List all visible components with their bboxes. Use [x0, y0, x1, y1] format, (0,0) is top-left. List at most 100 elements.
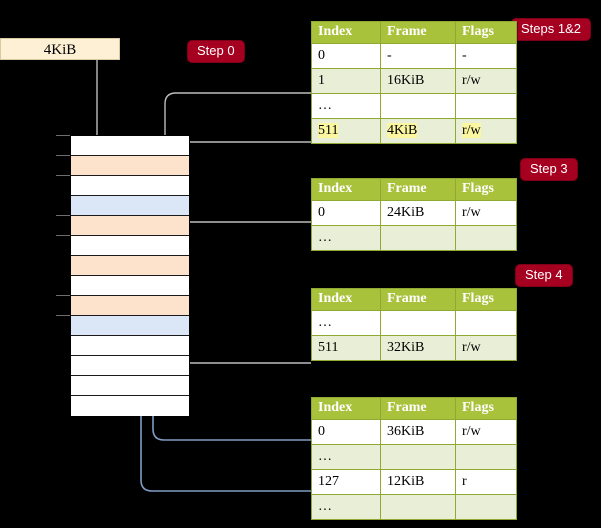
- table-row: …: [311, 494, 517, 520]
- cell-flags: [455, 93, 517, 119]
- memory-frame-row: [71, 136, 189, 156]
- cell-flags: -: [455, 43, 517, 69]
- table-row: …: [311, 444, 517, 470]
- wire-table1-row0-to-memory: [152, 336, 311, 441]
- badge-step-0: Step 0: [188, 41, 244, 62]
- cell-index: 127: [311, 469, 381, 495]
- wire-table3-to-memory: [178, 221, 311, 262]
- cell-index: 0: [311, 419, 381, 445]
- column-header-frame: Frame: [380, 21, 456, 44]
- cell-flags: [455, 225, 517, 251]
- table-row: 511 4KiB r/w: [311, 118, 517, 144]
- memory-frame-row: [71, 336, 189, 356]
- cell-frame: 36KiB: [380, 419, 456, 445]
- table-row: …: [311, 225, 517, 251]
- cell-highlight: 511: [318, 122, 339, 138]
- memory-frame-row: [71, 316, 189, 336]
- memory-frame-row: [71, 256, 189, 276]
- memory-frame-row: [71, 396, 189, 416]
- column-header-flags: Flags: [455, 21, 517, 44]
- cell-frame: [380, 444, 456, 470]
- memory-frame-row: [71, 216, 189, 236]
- cell-index: …: [311, 93, 381, 119]
- memory-frame-row: [71, 276, 189, 296]
- cell-flags: [455, 494, 517, 520]
- memory-tick: [56, 315, 70, 316]
- badge-step-4-label: Step 4: [525, 267, 563, 282]
- wire-table1-row127-to-memory: [140, 216, 311, 492]
- cell-index: …: [311, 444, 381, 470]
- column-header-index: Index: [311, 21, 381, 44]
- column-header-frame: Frame: [380, 288, 456, 311]
- column-header-flags: Flags: [455, 178, 517, 201]
- cell-frame: 24KiB: [380, 200, 456, 226]
- column-header-flags: Flags: [455, 397, 517, 420]
- cell-flags: r/w: [455, 200, 517, 226]
- memory-tick: [56, 155, 70, 156]
- column-header-index: Index: [311, 178, 381, 201]
- memory-tick: [56, 295, 70, 296]
- cell-frame: [380, 93, 456, 119]
- badge-steps-1-2-label: Steps 1&2: [521, 21, 581, 36]
- cell-frame: 16KiB: [380, 68, 456, 94]
- badge-step-4: Step 4: [516, 265, 572, 286]
- cell-index: 511: [311, 335, 381, 361]
- cell-flags: [455, 310, 517, 336]
- cell-highlight: 4KiB: [387, 122, 418, 138]
- cell-flags: r/w: [455, 68, 517, 94]
- memory-frame-row: [71, 176, 189, 196]
- cell-frame: [380, 225, 456, 251]
- memory-frame-row: [71, 356, 189, 376]
- badge-steps-1-2: Steps 1&2: [512, 19, 590, 40]
- address-box-label: 4KiB: [43, 42, 77, 58]
- cell-frame: 4KiB: [380, 118, 456, 144]
- wire-table2-to-memory: [178, 308, 311, 364]
- badge-step-0-label: Step 0: [197, 43, 235, 58]
- memory-frame-row: [71, 296, 189, 316]
- memory-tick: [56, 175, 70, 176]
- address-box: 4KiB: [0, 38, 120, 60]
- cell-frame: 32KiB: [380, 335, 456, 361]
- cell-flags: r/w: [455, 335, 517, 361]
- cell-index: …: [311, 225, 381, 251]
- cell-flags: r: [455, 469, 517, 495]
- badge-step-3: Step 3: [521, 159, 577, 180]
- memory-frame-row: [71, 156, 189, 176]
- cell-flags: r/w: [455, 419, 517, 445]
- cell-highlight: r/w: [462, 122, 481, 138]
- cell-frame: 12KiB: [380, 469, 456, 495]
- badge-step-3-label: Step 3: [530, 161, 568, 176]
- memory-tick: [56, 215, 70, 216]
- table-row: …: [311, 310, 517, 336]
- column-header-flags: Flags: [455, 288, 517, 311]
- memory-frame-row: [71, 376, 189, 396]
- cell-index: 0: [311, 200, 381, 226]
- column-header-index: Index: [311, 288, 381, 311]
- cell-frame: -: [380, 43, 456, 69]
- column-header-frame: Frame: [380, 178, 456, 201]
- table-row: …: [311, 93, 517, 119]
- cell-index: 1: [311, 68, 381, 94]
- physical-memory-column: [70, 135, 190, 416]
- cell-flags: r/w: [455, 118, 517, 144]
- memory-tick: [56, 135, 70, 136]
- cell-frame: [380, 310, 456, 336]
- cell-index: 0: [311, 43, 381, 69]
- memory-frame-row: [71, 196, 189, 216]
- memory-frame-row: [71, 236, 189, 256]
- column-header-index: Index: [311, 397, 381, 420]
- cell-flags: [455, 444, 517, 470]
- column-header-frame: Frame: [380, 397, 456, 420]
- cell-index: …: [311, 310, 381, 336]
- wire-table4-row1-down: [164, 92, 311, 245]
- memory-tick: [56, 235, 70, 236]
